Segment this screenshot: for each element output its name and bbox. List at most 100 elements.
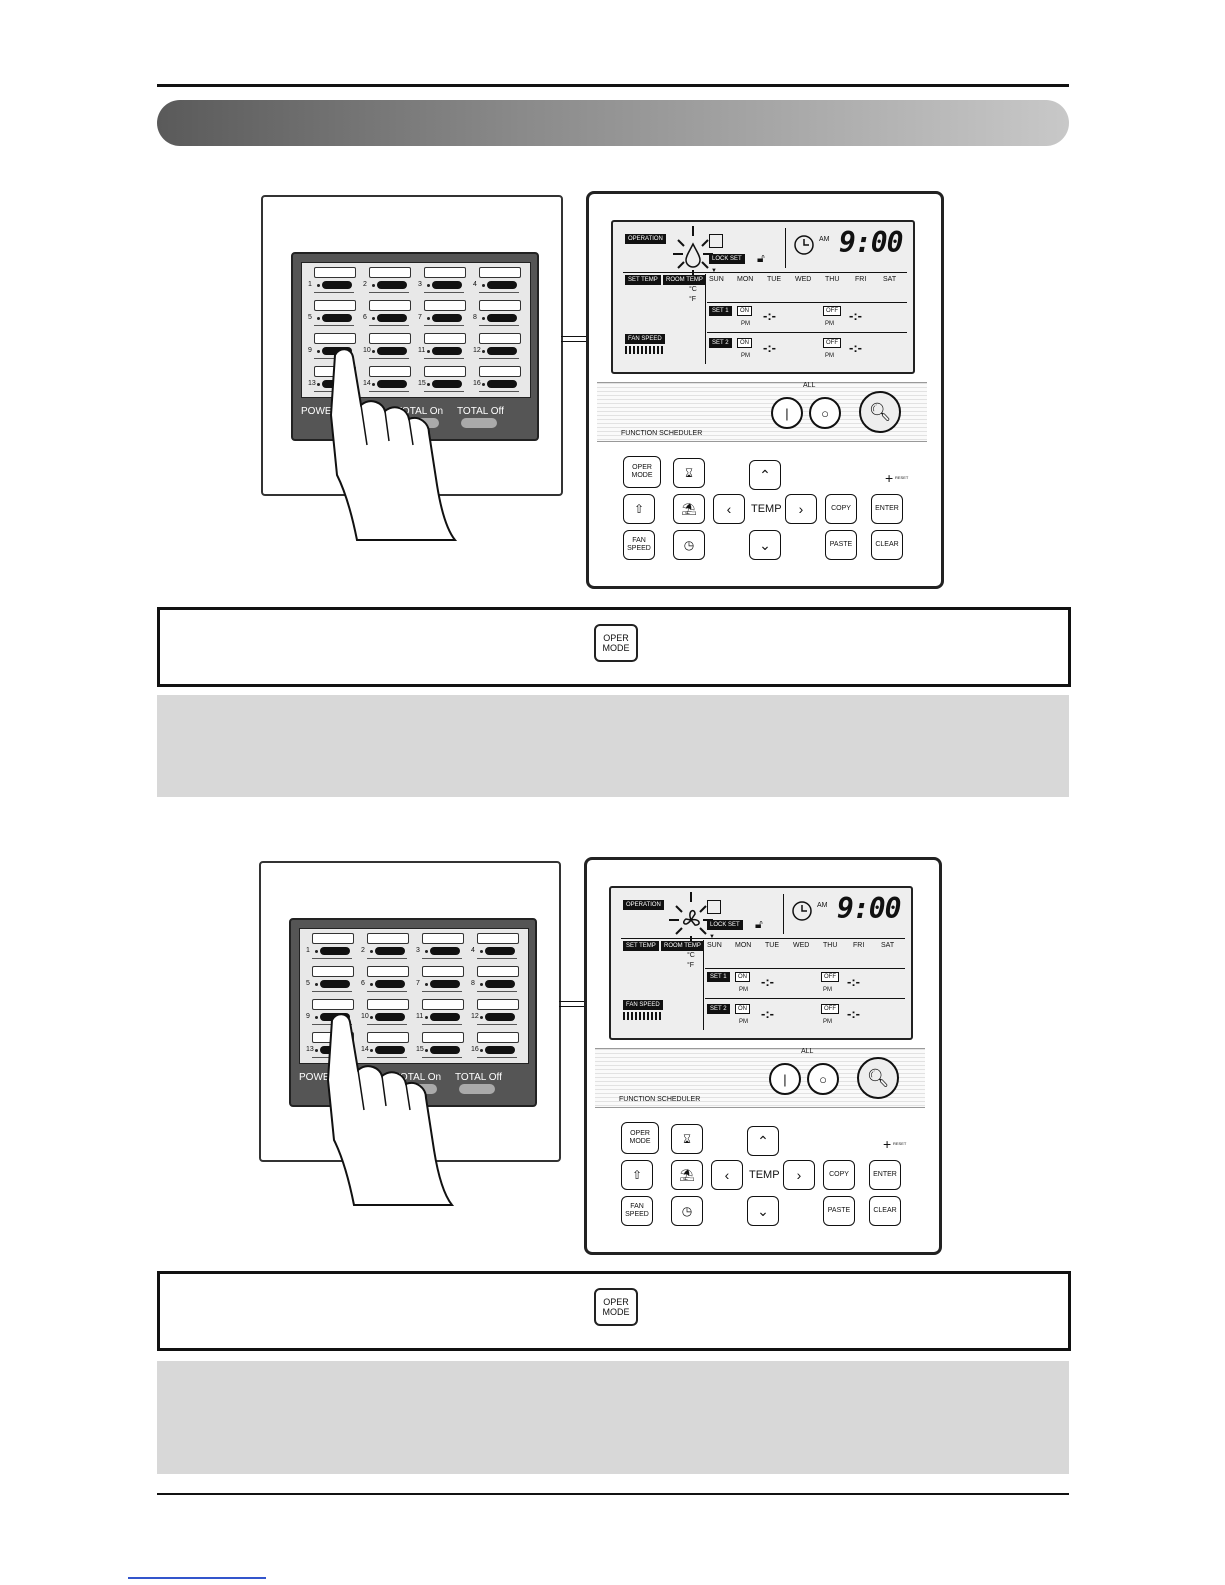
temp-up-button[interactable]: ⌃: [749, 460, 781, 490]
clear-button[interactable]: CLEAR: [871, 530, 903, 560]
unit-power-button[interactable]: [322, 281, 352, 289]
timer-button[interactable]: ⌛︎: [671, 1124, 703, 1154]
lcd-divider: [705, 274, 706, 364]
unit-cell[interactable]: 7: [416, 966, 464, 994]
unit-power-button[interactable]: [430, 980, 460, 988]
all-on-button[interactable]: |: [771, 397, 803, 429]
check-search-button[interactable]: 🔍︎: [857, 1057, 899, 1099]
unit-power-button[interactable]: [485, 1013, 515, 1021]
temp-left-button[interactable]: ‹: [713, 494, 745, 524]
unit-power-button[interactable]: [487, 347, 517, 355]
unit-cell[interactable]: 2: [363, 267, 411, 295]
fan-speed-button[interactable]: FAN SPEED: [621, 1196, 653, 1226]
unit-power-button[interactable]: [375, 1046, 405, 1054]
all-off-button[interactable]: ○: [809, 397, 841, 429]
home-button[interactable]: ⇧: [621, 1160, 653, 1190]
unit-cell[interactable]: 1: [308, 267, 356, 295]
unit-power-button[interactable]: [487, 281, 517, 289]
unit-power-button[interactable]: [430, 947, 460, 955]
clock-button[interactable]: ◷: [673, 530, 705, 560]
unit-power-button[interactable]: [377, 347, 407, 355]
all-on-button[interactable]: |: [769, 1063, 801, 1095]
unit-cell[interactable]: 5: [306, 966, 354, 994]
unit-cell[interactable]: 4: [473, 267, 521, 295]
clock-button[interactable]: ◷: [671, 1196, 703, 1226]
unit-cell[interactable]: 4: [471, 933, 519, 961]
unit-cell[interactable]: 6: [361, 966, 409, 994]
timer-button[interactable]: ⌛︎: [673, 458, 705, 488]
check-search-button[interactable]: 🔍︎: [859, 391, 901, 433]
unit-power-button[interactable]: [432, 347, 462, 355]
temp-right-button[interactable]: ›: [785, 494, 817, 524]
unit-cell[interactable]: 10: [361, 999, 409, 1027]
paste-button[interactable]: PASTE: [825, 530, 857, 560]
unit-name-box: [422, 1032, 464, 1043]
temp-right-button[interactable]: ›: [783, 1160, 815, 1190]
temp-up-button[interactable]: ⌃: [747, 1126, 779, 1156]
unit-power-button[interactable]: [320, 980, 350, 988]
copy-button[interactable]: COPY: [823, 1160, 855, 1190]
enter-button[interactable]: ENTER: [869, 1160, 901, 1190]
temp-left-button[interactable]: ‹: [711, 1160, 743, 1190]
unit-power-button[interactable]: [485, 980, 515, 988]
unit-cell[interactable]: 8: [473, 300, 521, 328]
unit-power-button[interactable]: [432, 380, 462, 388]
unit-cell[interactable]: 10: [363, 333, 411, 361]
unit-cell[interactable]: 2: [361, 933, 409, 961]
lcd-divider: [621, 938, 905, 939]
unit-number: 13: [306, 1046, 314, 1053]
unit-power-button[interactable]: [432, 314, 462, 322]
unit-power-button[interactable]: [375, 1013, 405, 1021]
unit-cell[interactable]: 7: [418, 300, 466, 328]
unit-power-button[interactable]: [487, 380, 517, 388]
leave-button[interactable]: ⛱︎: [673, 494, 705, 524]
unit-power-button[interactable]: [485, 1046, 515, 1054]
unit-cell[interactable]: 11: [416, 999, 464, 1027]
unit-power-button[interactable]: [430, 1046, 460, 1054]
unit-cell[interactable]: 5: [308, 300, 356, 328]
paste-button[interactable]: PASTE: [823, 1196, 855, 1226]
square-icon: [707, 900, 721, 914]
unit-cell[interactable]: 1: [306, 933, 354, 961]
unit-power-button[interactable]: [485, 947, 515, 955]
copy-button[interactable]: COPY: [825, 494, 857, 524]
unit-power-button[interactable]: [377, 281, 407, 289]
unit-power-button[interactable]: [320, 947, 350, 955]
oper-mode-button[interactable]: OPER MODE: [621, 1122, 659, 1154]
temp-down-button[interactable]: ⌄: [747, 1196, 779, 1226]
unit-cell[interactable]: 3: [418, 267, 466, 295]
unit-cell[interactable]: 15: [416, 1032, 464, 1060]
oper-mode-button[interactable]: OPER MODE: [623, 456, 661, 488]
total-off-button[interactable]: [461, 418, 497, 428]
unit-power-button[interactable]: [322, 314, 352, 322]
unit-power-button[interactable]: [377, 380, 407, 388]
unit-cell[interactable]: 16: [471, 1032, 519, 1060]
unit-cell[interactable]: 12: [471, 999, 519, 1027]
unit-power-button[interactable]: [432, 281, 462, 289]
chevron-right-icon: ›: [798, 501, 804, 517]
unit-cell[interactable]: 16: [473, 366, 521, 394]
clear-button[interactable]: CLEAR: [869, 1196, 901, 1226]
unit-power-button[interactable]: [487, 314, 517, 322]
unit-status-dot: [480, 983, 483, 986]
enter-button[interactable]: ENTER: [871, 494, 903, 524]
total-off-button[interactable]: [459, 1084, 495, 1094]
home-button[interactable]: ⇧: [623, 494, 655, 524]
unit-power-button[interactable]: [430, 1013, 460, 1021]
unit-power-button[interactable]: [377, 314, 407, 322]
fan-speed-button[interactable]: FAN SPEED: [623, 530, 655, 560]
unit-number: 6: [361, 980, 365, 987]
unit-cell[interactable]: 14: [361, 1032, 409, 1060]
temp-down-button[interactable]: ⌄: [749, 530, 781, 560]
unit-cell[interactable]: 15: [418, 366, 466, 394]
unit-cell[interactable]: 12: [473, 333, 521, 361]
all-off-button[interactable]: ○: [807, 1063, 839, 1095]
unit-power-button[interactable]: [375, 947, 405, 955]
unit-cell[interactable]: 8: [471, 966, 519, 994]
unit-cell[interactable]: 6: [363, 300, 411, 328]
unit-cell[interactable]: 14: [363, 366, 411, 394]
leave-button[interactable]: ⛱︎: [671, 1160, 703, 1190]
unit-power-button[interactable]: [375, 980, 405, 988]
unit-cell[interactable]: 11: [418, 333, 466, 361]
unit-cell[interactable]: 3: [416, 933, 464, 961]
